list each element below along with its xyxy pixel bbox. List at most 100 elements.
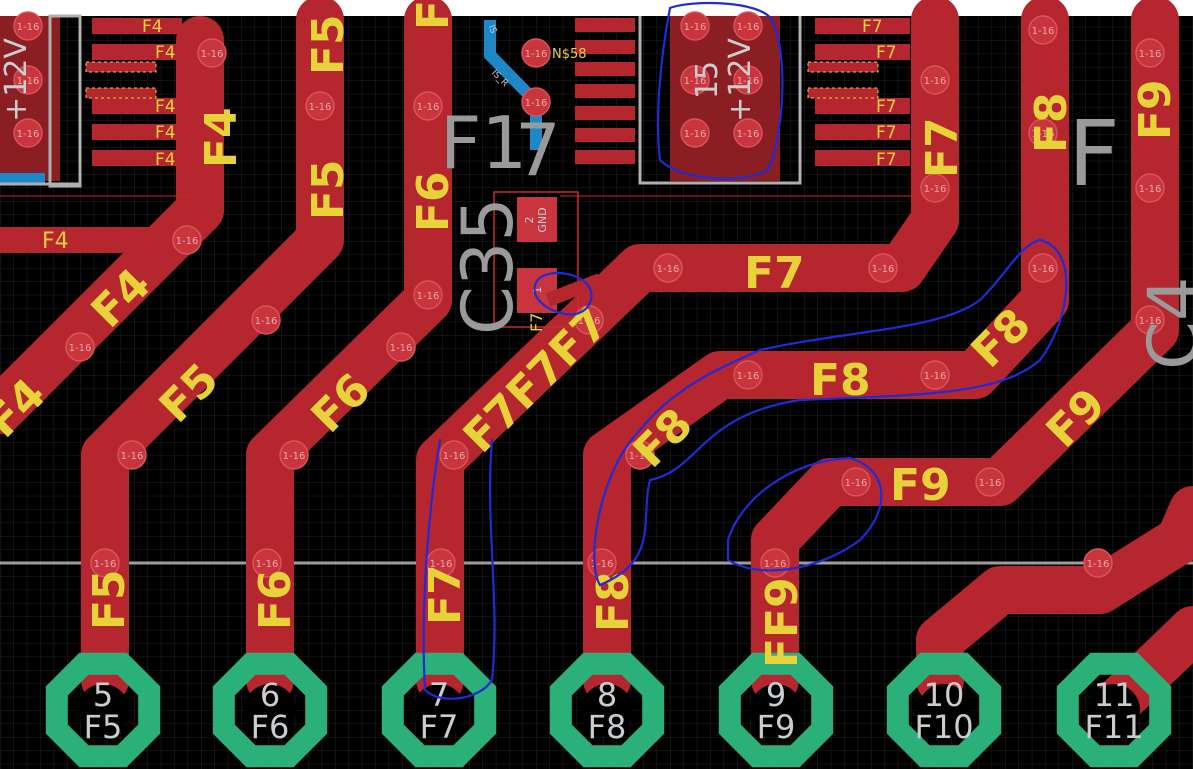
ic-pad-7 [575,150,635,164]
via-label: 1-16 [737,129,760,140]
f7-finger-2 [815,44,910,60]
via: 1-16 [733,360,763,390]
f4-finger-3 [92,98,182,114]
pad-net: F10 [914,708,973,746]
annotation-f7-loop [422,438,496,700]
pad-hole [1088,684,1140,736]
via: 1-16 [733,118,763,148]
pad-ring [212,652,328,768]
via-label: 1-16 [924,184,947,195]
via-label: 1-16 [443,451,466,462]
f7-finger-3 [815,98,910,114]
left-12v-text: +12V [0,38,34,122]
label-f4-small-4: F4 [155,123,176,143]
label-f6-vertical: F6 [408,171,459,232]
via: 1-16 [920,65,950,95]
via-label: 1-16 [255,316,278,327]
via-label: 1-16 [525,49,548,60]
f7-hatch-2 [807,87,879,99]
ic-pad-2 [575,40,635,54]
ref-7-big: 7 [515,108,561,192]
ref-f1: F1 [440,101,527,185]
via: 1-16 [920,173,950,203]
pad-number: 10 [924,676,965,714]
via: 1-16 [65,332,95,362]
via: 1-16 [197,38,227,68]
via-label: 1-16 [176,236,199,247]
pad-net: F5 [84,708,123,746]
pad-net: F6 [251,708,290,746]
trace-f11 [1096,606,1193,724]
via-label: 1-16 [1139,49,1162,60]
f4-finger-5 [92,150,182,166]
conn-15-text: 15 [690,61,725,99]
via: 1-16 [680,65,710,95]
via: 1-16 [13,11,43,41]
via: 1-16 [252,548,282,578]
via: 1-16 [760,548,790,578]
label-f9-vertical-top: F9 [1130,79,1181,140]
via-label: 1-16 [417,102,440,113]
via-label: 1-16 [1032,129,1055,140]
via-label: 1-16 [256,559,279,570]
via: 1-16 [13,65,43,95]
f4-finger-2 [92,44,182,60]
via: 1-16 [653,253,683,283]
via-label: 1-16 [390,343,413,354]
via-label: 1-16 [979,478,1002,489]
via: 1-16 [172,225,202,255]
via-label: 1-16 [737,371,760,382]
pad-hole [413,684,465,736]
pad-hole [918,684,970,736]
f4-hatch-1 [85,61,157,73]
annotation-f8-loop [593,238,1068,587]
pad-net: F11 [1084,708,1143,746]
pad-hole [581,684,633,736]
via: 1-16 [386,332,416,362]
label-f7-horizontal: F7 [744,248,805,299]
via-label: 1-16 [17,22,40,33]
label-f7-small-3: F7 [876,97,897,117]
f7-hatch-1 [807,61,879,73]
via-label: 1-16 [525,98,548,109]
label-f4-small-3: F4 [155,97,176,117]
via-label: 1-16 [1139,316,1162,327]
via: 1-16 [521,38,551,68]
pad-ring [381,652,497,768]
label-f8-vertical-top: F8 [1026,92,1077,153]
via: 1-16 [733,65,763,95]
top-white-band [0,0,1193,16]
f7-finger-4 [815,124,910,140]
pad-ring [886,652,1002,768]
via-label: 1-16 [121,451,144,462]
conn-12v-outline [638,16,802,185]
via: 1-16 [305,91,335,121]
via: 1-16 [439,440,469,470]
label-f7-small-2: F7 [876,43,897,63]
pad-number: 8 [597,676,617,714]
annotation-connector-circle [656,1,784,180]
via: 1-16 [413,91,443,121]
ic-pad-5 [575,106,635,120]
via-label: 1-16 [764,559,787,570]
via-label: 1-16 [657,264,680,275]
via: 1-16 [680,118,710,148]
annotation-c35-pad-circle [533,271,593,316]
c35-pad-2 [517,197,557,242]
pad-number: 7 [429,676,449,714]
via-label: 1-16 [1087,559,1110,570]
f4-finger-4 [92,124,182,140]
pad-ring [718,652,834,768]
via-label: 1-16 [872,264,895,275]
f4-hatch-2 [85,87,157,99]
pad-ring [549,652,665,768]
via-label: 1-16 [17,76,40,87]
label-ff9-vertical-bottom: FF9 [757,577,808,668]
via: 1-16 [1135,173,1165,203]
label-f9-horizontal: F9 [890,460,951,511]
via: 1-16 [920,360,950,390]
label-f7-small-4: F7 [876,123,897,143]
